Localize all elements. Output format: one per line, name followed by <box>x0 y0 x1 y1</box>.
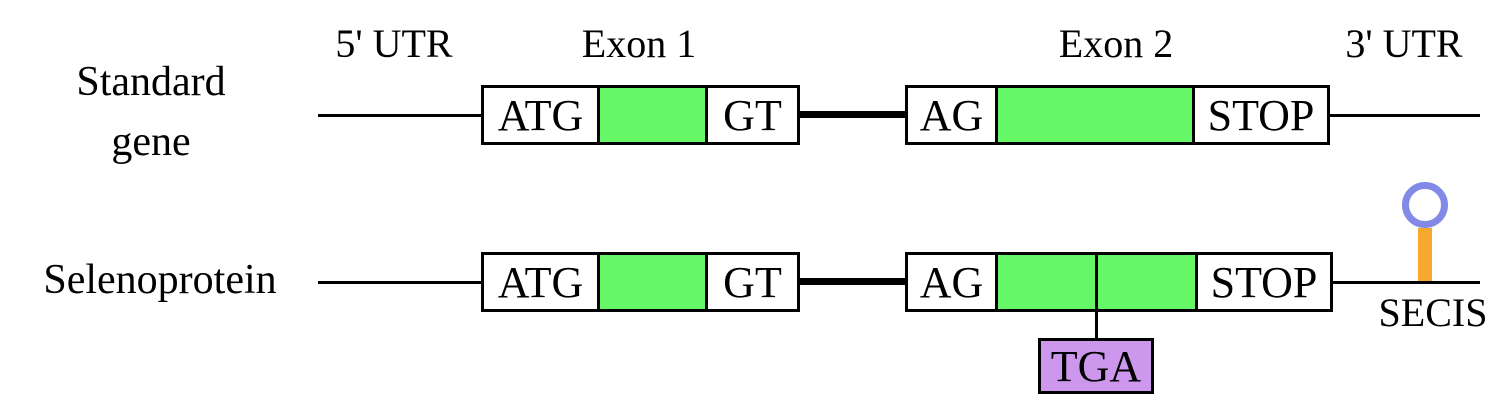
standard-exon2-group: AG STOP <box>905 85 1330 145</box>
three-prime-utr-label: 3' UTR <box>1345 21 1463 66</box>
splice-donor-box: GT <box>705 85 800 145</box>
selenoprotein-label: Selenoprotein <box>43 257 277 303</box>
splice-acceptor-box: AG <box>905 252 998 312</box>
intron-line-standard <box>797 111 905 118</box>
utr-line-5prime-standard <box>318 114 484 117</box>
secis-loop-icon <box>1402 182 1448 228</box>
exon-box <box>1095 252 1198 312</box>
start-codon-box: ATG <box>481 252 600 312</box>
utr-line-3prime-selenoprotein <box>1327 281 1480 284</box>
exon2-label: Exon 2 <box>1058 21 1174 66</box>
five-prime-utr-label: 5' UTR <box>335 21 453 66</box>
intron-line-selenoprotein <box>797 278 905 285</box>
utr-line-5prime-selenoprotein <box>318 281 484 284</box>
tga-connector-line <box>1095 310 1098 340</box>
selenoprotein-exon1-group: ATG GT <box>481 252 800 312</box>
utr-line-3prime-standard <box>1327 114 1480 117</box>
exon-box <box>597 85 708 145</box>
secis-label: SECIS <box>1378 290 1488 335</box>
selenoprotein-exon2-group: AG STOP <box>905 252 1333 312</box>
splice-donor-box: GT <box>705 252 800 312</box>
standard-gene-label-line1: Standard <box>76 59 226 105</box>
start-codon-box: ATG <box>481 85 600 145</box>
tga-codon-box: TGA <box>1038 338 1154 394</box>
stop-codon-box: STOP <box>1192 85 1330 145</box>
splice-acceptor-box: AG <box>905 85 998 145</box>
exon-box <box>995 252 1098 312</box>
standard-gene-label: Standard gene <box>36 52 266 172</box>
standard-gene-label-line2: gene <box>111 119 191 165</box>
stop-codon-box: STOP <box>1195 252 1333 312</box>
exon1-label: Exon 1 <box>581 21 697 66</box>
exon-box <box>597 252 708 312</box>
standard-exon1-group: ATG GT <box>481 85 800 145</box>
exon-box <box>995 85 1195 145</box>
secis-stem <box>1418 228 1432 283</box>
